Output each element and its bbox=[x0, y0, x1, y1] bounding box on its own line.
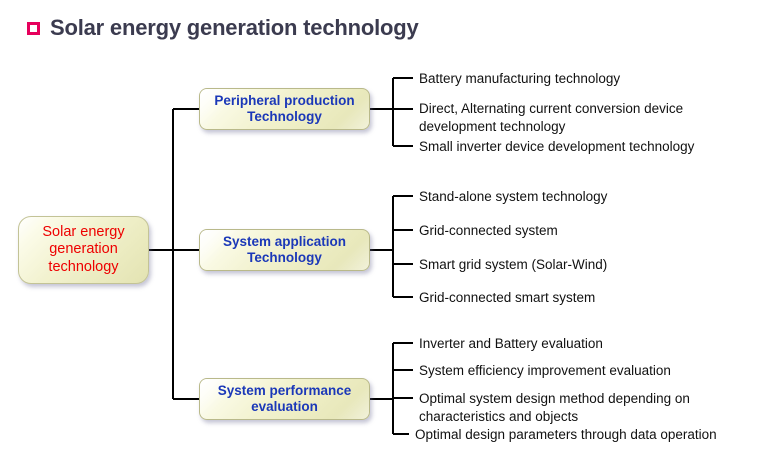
node-branch-3-label: System performance evaluation bbox=[217, 383, 352, 414]
node-branch-system-performance[interactable]: System performance evaluation bbox=[199, 378, 370, 420]
node-branch-peripheral-production[interactable]: Peripheral production Technology bbox=[199, 88, 370, 130]
leaf-2-2: Grid-connected system bbox=[419, 223, 558, 238]
node-branch-2-label: System application Technology bbox=[222, 234, 347, 265]
leaf-1-1: Battery manufacturing technology bbox=[419, 71, 621, 86]
leaf-1-2: Direct, Alternating current conversion d… bbox=[419, 101, 684, 134]
node-branch-system-application[interactable]: System application Technology bbox=[199, 229, 370, 271]
square-bullet-icon bbox=[27, 21, 40, 35]
leaf-2-4: Grid-connected smart system bbox=[419, 290, 596, 305]
page-title: Solar energy generation technology bbox=[27, 15, 419, 41]
node-root[interactable]: Solar energy generation technology bbox=[18, 216, 149, 284]
leaf-1-3: Small inverter device development techno… bbox=[419, 139, 695, 154]
leaf-3-2: System efficiency improvement evaluation bbox=[419, 363, 671, 378]
leaf-2-1: Stand-alone system technology bbox=[419, 189, 608, 204]
leaf-3-4: Optimal design parameters through data o… bbox=[415, 427, 717, 442]
leaf-2-3: Smart grid system (Solar-Wind) bbox=[419, 257, 608, 272]
page-title-text: Solar energy generation technology bbox=[50, 15, 419, 40]
leaf-3-1: Inverter and Battery evaluation bbox=[419, 336, 603, 351]
leaf-3-3: Optimal system design method depending o… bbox=[419, 391, 690, 424]
node-root-label: Solar energy generation technology bbox=[42, 224, 125, 275]
node-branch-1-label: Peripheral production Technology bbox=[214, 93, 355, 124]
